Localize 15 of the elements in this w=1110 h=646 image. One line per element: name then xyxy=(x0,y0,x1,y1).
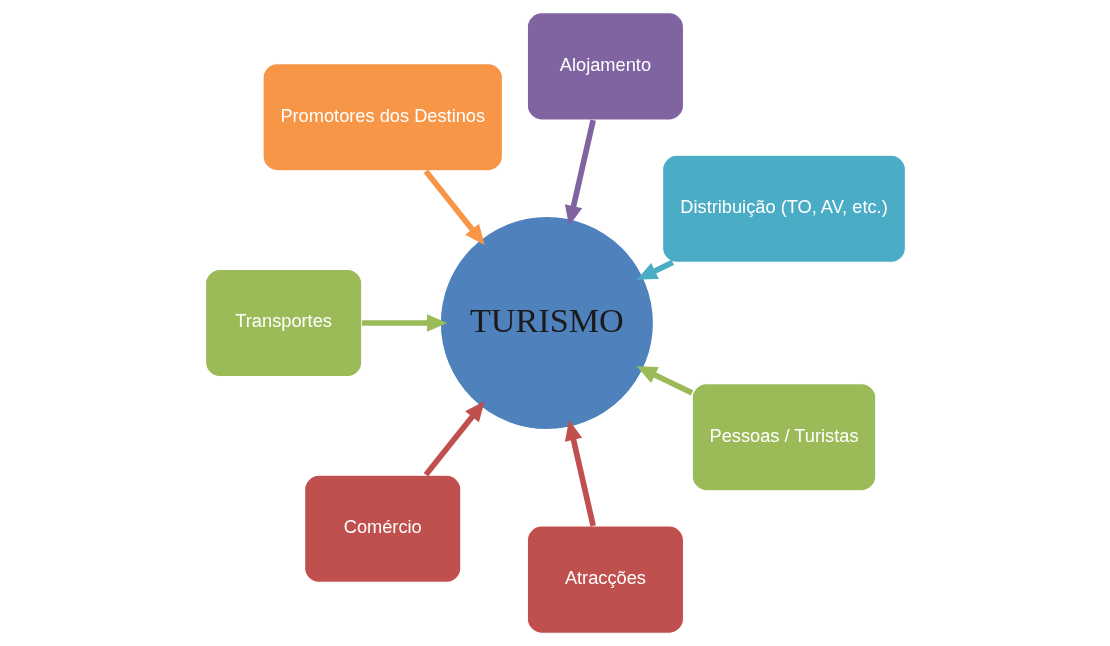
node-box: Comércio xyxy=(303,474,461,583)
node-box: Promotores dos Destinos xyxy=(262,63,503,172)
arrow xyxy=(423,401,485,477)
arrow xyxy=(564,420,596,527)
node-circle: TURISMO xyxy=(439,215,654,431)
arrow xyxy=(361,314,447,332)
node-box: Distribuição (TO, AV, etc.) xyxy=(661,154,906,263)
node-box: Alojamento xyxy=(526,12,684,121)
node-box: Transportes xyxy=(204,268,362,378)
arrow xyxy=(423,169,485,245)
arrow xyxy=(636,259,674,280)
node-box: Atracções xyxy=(526,525,684,634)
arrow xyxy=(564,119,596,226)
arrow xyxy=(636,366,693,396)
node-box: Pessoas / Turistas xyxy=(691,383,876,492)
